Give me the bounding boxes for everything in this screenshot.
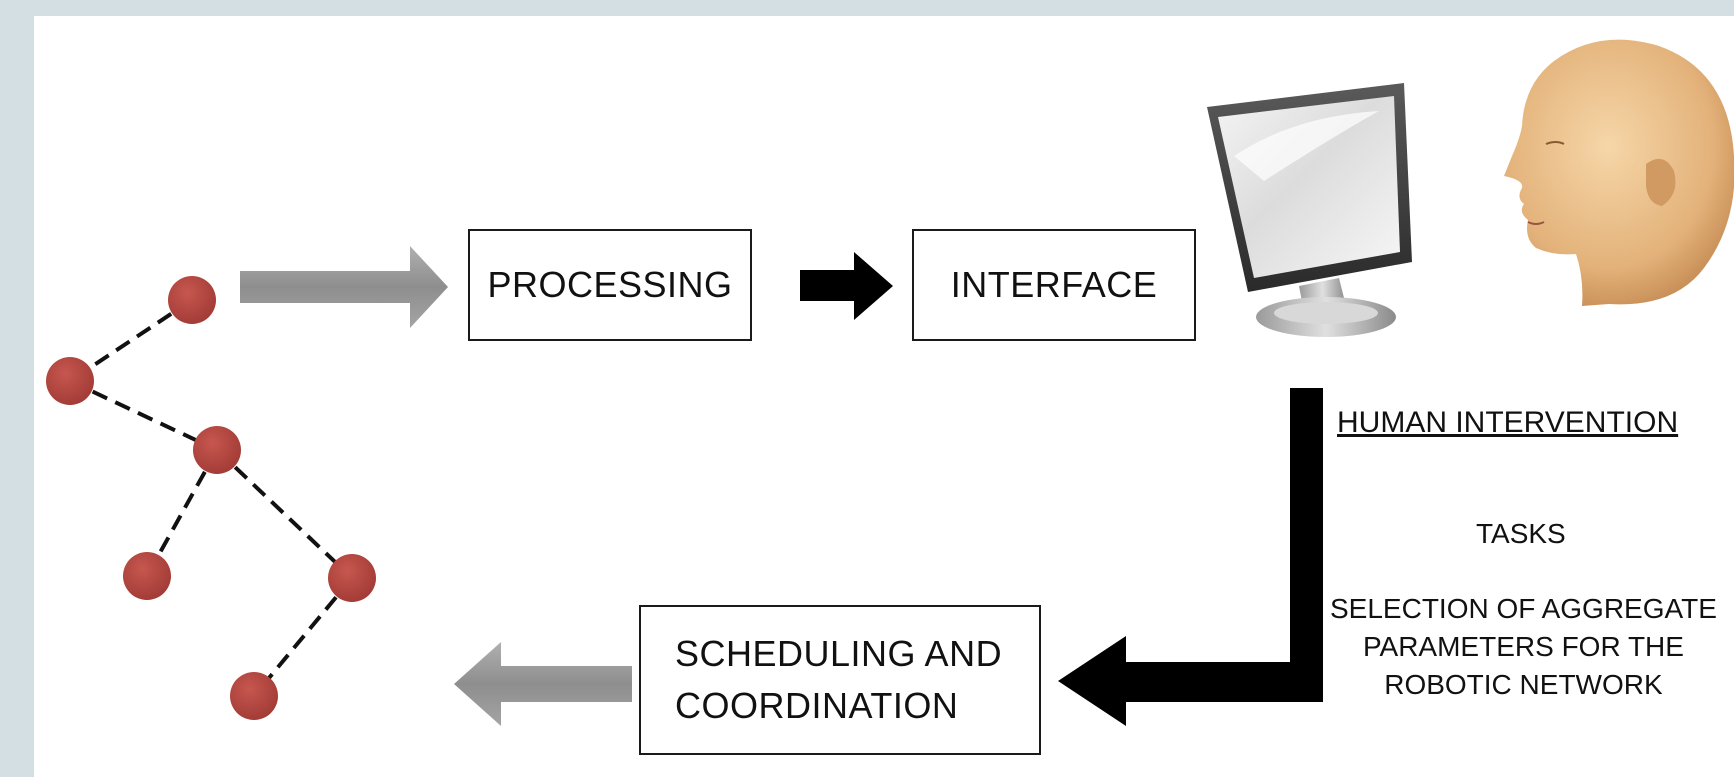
robot-network [46, 276, 376, 720]
scheduling-coordination-label: SCHEDULING AND COORDINATION [675, 633, 1003, 726]
network-node [123, 552, 171, 600]
network-node [193, 426, 241, 474]
tasks-label: TASKS [1476, 518, 1566, 549]
computer-monitor-icon [1207, 83, 1412, 337]
scheduling-coordination-box: SCHEDULING AND COORDINATION [639, 605, 1041, 755]
network-edge [69, 379, 218, 452]
arrow-network-to-processing [240, 246, 448, 328]
processing-label: PROCESSING [487, 264, 733, 305]
interface-label: INTERFACE [950, 264, 1158, 305]
diagram-canvas: PROCESSING INTERFACE SCHEDULING AND COOR… [34, 16, 1734, 777]
arrow-processing-to-interface [800, 252, 893, 320]
network-node [230, 672, 278, 720]
arrow-scheduling-to-network [454, 642, 632, 726]
diagram-svg [46, 39, 1734, 726]
interface-box: INTERFACE [912, 229, 1196, 341]
processing-box: PROCESSING [468, 229, 752, 341]
human-head-icon [1504, 39, 1734, 306]
arrow-human-to-scheduling [1058, 388, 1323, 726]
network-node [168, 276, 216, 324]
network-node [46, 357, 94, 405]
selection-parameters-label: SELECTION OF AGGREGATE PARAMETERS FOR TH… [1330, 593, 1717, 700]
human-intervention-title: HUMAN INTERVENTION [1337, 406, 1679, 439]
network-edge [252, 576, 354, 698]
network-edge [215, 448, 354, 580]
network-node [328, 554, 376, 602]
